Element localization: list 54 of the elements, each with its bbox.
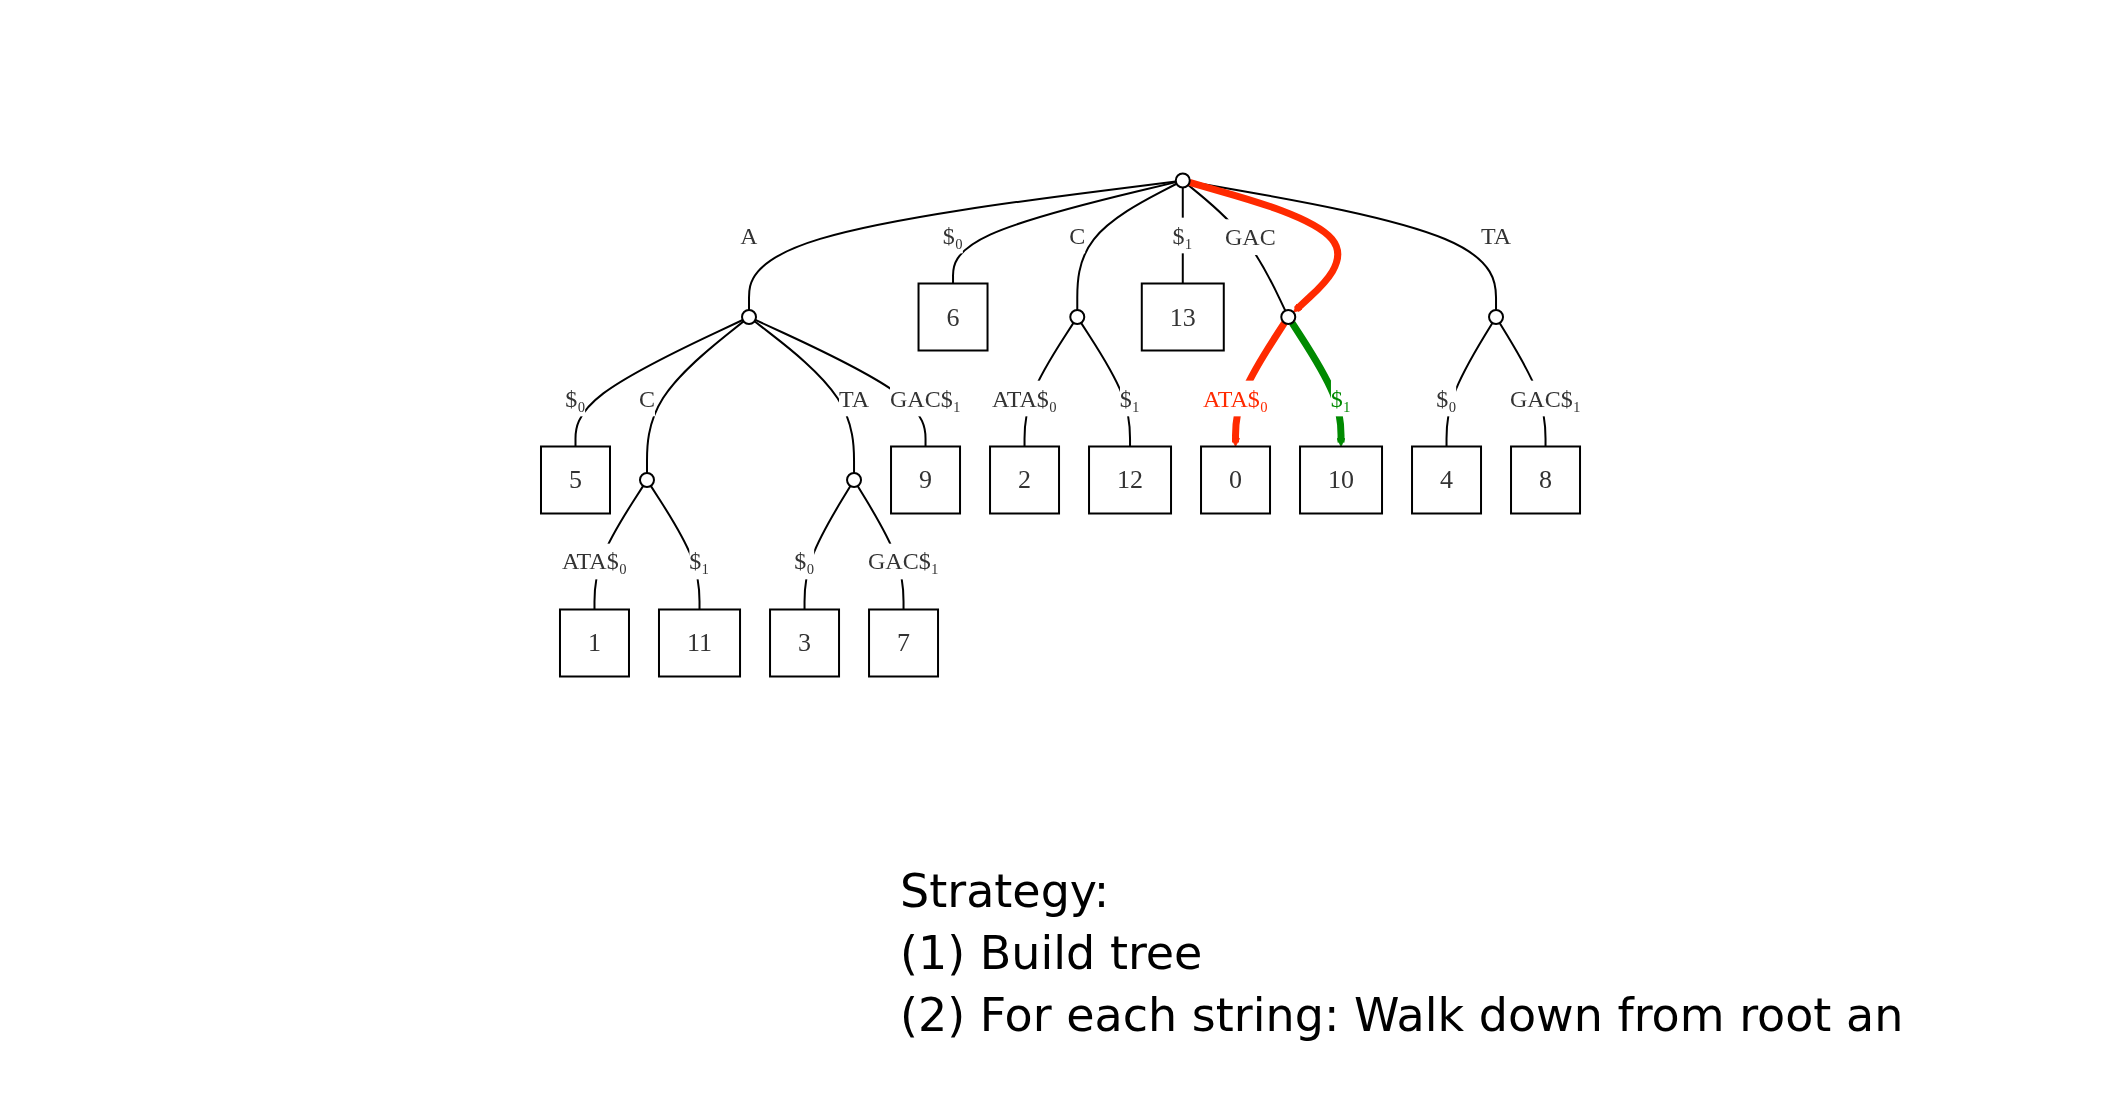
edge-label: $₀	[565, 385, 587, 412]
node-circle	[1280, 309, 1297, 325]
node-circle	[1488, 309, 1505, 325]
node-box: 1	[559, 608, 631, 678]
node-box: 6	[918, 282, 989, 352]
arrow	[1189, 179, 1342, 313]
node-box: 9	[890, 445, 962, 515]
edge-label: ATA$₀	[1203, 385, 1269, 412]
edge-label: TA	[839, 385, 870, 412]
edge-label: GAC$₁	[1510, 385, 1582, 412]
node-box: 13	[1141, 282, 1226, 352]
node-circle	[1069, 309, 1086, 325]
connector	[646, 320, 745, 474]
connector	[754, 318, 927, 448]
edge-label: ATA$₀	[992, 385, 1058, 412]
edge-label: $₁	[689, 548, 711, 575]
edge-label: GAC$₁	[890, 385, 962, 412]
edge-label: $₀	[794, 548, 816, 575]
node-circle	[639, 472, 656, 488]
edge-label: $₁	[1331, 385, 1352, 412]
node-box: 5	[540, 445, 612, 515]
node-circle	[846, 472, 863, 488]
node-box: 2	[989, 445, 1061, 515]
connector	[748, 180, 1178, 311]
node-box: 7	[868, 608, 940, 678]
node-box: 11	[658, 608, 742, 678]
connector	[574, 319, 745, 448]
connector	[1076, 182, 1179, 311]
note-text: (1) Build tree	[900, 924, 1204, 982]
node-box: 10	[1299, 445, 1384, 515]
edge-label: $₀	[1436, 385, 1458, 412]
node-circle	[741, 309, 758, 325]
edge-label: A	[740, 222, 759, 249]
node-box: 3	[769, 608, 841, 678]
edge-label: GAC$₁	[868, 548, 940, 575]
node-box: 8	[1510, 445, 1582, 515]
edge-label: $₁	[1120, 385, 1141, 412]
node-box: 12	[1088, 445, 1173, 515]
connector	[754, 320, 856, 474]
node-box: 4	[1411, 445, 1483, 515]
edge-label: GAC	[1225, 224, 1277, 251]
connector	[1187, 183, 1287, 312]
edge-label: C	[1069, 222, 1086, 249]
connector	[1189, 180, 1498, 311]
note-text: (2) For each string: Walk down from root an	[900, 986, 1904, 1044]
node-box: 0	[1200, 445, 1272, 515]
note-text: Strategy:	[900, 863, 1111, 920]
edge-label: TA	[1481, 222, 1512, 249]
edge-label: $₁	[1173, 222, 1194, 249]
edge-label: $₀	[943, 222, 964, 249]
edge-label: ATA$₀	[562, 548, 628, 575]
node-circle	[1175, 172, 1192, 189]
edge-label: C	[639, 385, 656, 412]
connector	[952, 181, 1178, 285]
